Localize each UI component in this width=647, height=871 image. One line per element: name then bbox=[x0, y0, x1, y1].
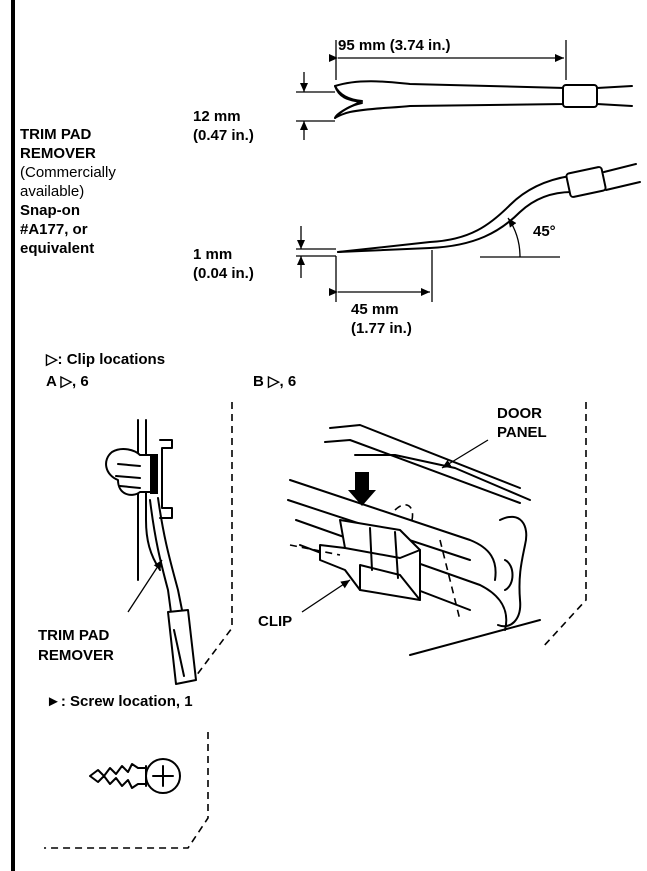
tip-length-dimension bbox=[329, 250, 433, 302]
angle-label: 45° bbox=[533, 223, 556, 240]
screw-location-legend: ►: Screw location, 1 bbox=[46, 693, 193, 710]
fork-width-mm-label: 12 mm bbox=[193, 108, 241, 125]
door-panel-label-line1: DOOR bbox=[497, 405, 542, 422]
angle-dimension bbox=[480, 217, 560, 258]
length-dimension bbox=[329, 40, 567, 80]
tip-length-mm-label: 45 mm bbox=[351, 301, 399, 318]
remover-callout-line1: TRIM PAD bbox=[38, 627, 110, 644]
fork-width-in-label: (0.47 in.) bbox=[193, 127, 254, 144]
tool-availability-line1: (Commercially bbox=[20, 164, 116, 181]
tip-length-in-label: (1.77 in.) bbox=[351, 320, 412, 337]
door-panel-label-line2: PANEL bbox=[497, 424, 547, 441]
tool-top-view bbox=[334, 80, 633, 119]
clip-label: CLIP bbox=[258, 613, 293, 630]
length-label: 95 mm (3.74 in.) bbox=[338, 37, 451, 54]
tool-availability-line2: available) bbox=[20, 183, 85, 200]
tip-thickness-mm-label: 1 mm bbox=[193, 246, 233, 263]
tool-part-line1: Snap-on bbox=[20, 202, 80, 219]
tool-part-line3: equivalent bbox=[20, 240, 95, 257]
view-a-label: A ▷, 6 bbox=[46, 373, 89, 390]
view-b-drawing bbox=[287, 402, 587, 656]
tip-thickness-dimension bbox=[296, 226, 336, 278]
fork-width-dimension bbox=[296, 72, 335, 140]
screw-drawing bbox=[44, 732, 209, 849]
tip-thickness-in-label: (0.04 in.) bbox=[193, 265, 254, 282]
view-b-label: B ▷, 6 bbox=[253, 373, 297, 390]
clip-locations-legend: ▷: Clip locations bbox=[46, 351, 166, 368]
view-a-drawing bbox=[105, 402, 233, 685]
remover-callout-line2: REMOVER bbox=[38, 647, 114, 664]
tool-part-line2: #A177, or bbox=[20, 221, 88, 238]
tool-name-line1: TRIM PAD bbox=[20, 126, 92, 143]
tool-side-view bbox=[337, 163, 641, 253]
tool-name-line2: REMOVER bbox=[20, 145, 96, 162]
